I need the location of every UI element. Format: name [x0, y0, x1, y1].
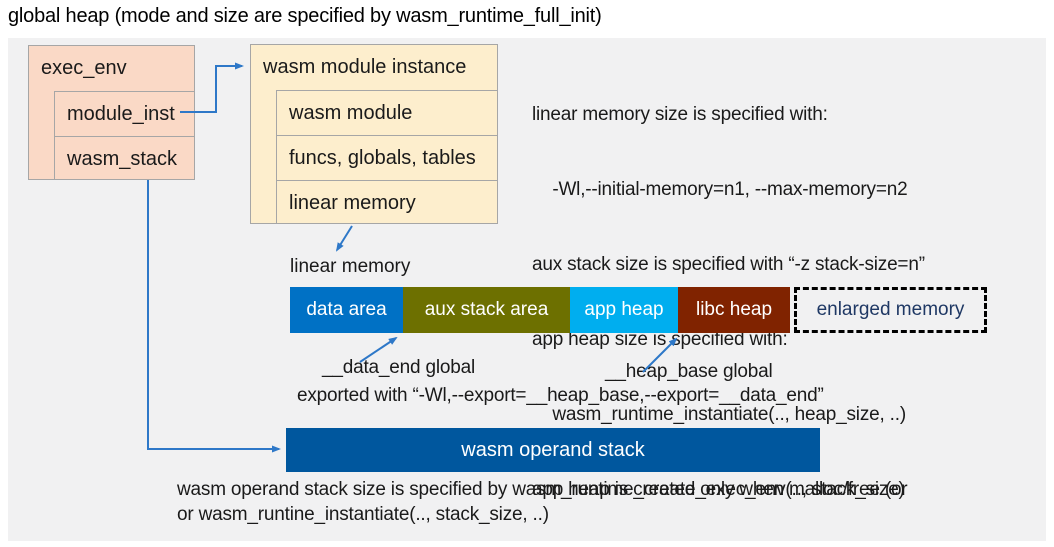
note-line: app heap size is specified with:	[532, 329, 788, 350]
diagram-title: global heap (mode and size are specified…	[8, 5, 602, 27]
wasm-operand-stack-bar: wasm operand stack	[286, 428, 820, 472]
exec-env-row-wasm-stack: wasm_stack	[55, 136, 194, 181]
module-instance-header: wasm module instance	[263, 56, 467, 78]
exec-env-header: exec_env	[41, 57, 127, 79]
note-line: or wasm_runtine_instantiate(.., stack_si…	[177, 504, 549, 525]
linear-memory-label: linear memory	[290, 256, 411, 277]
module-instance-row-funcs-globals-tables: funcs, globals, tables	[277, 135, 497, 180]
exec-env-box: exec_env module_inst wasm_stack	[28, 45, 195, 180]
exec-env-rows: module_inst wasm_stack	[54, 91, 194, 179]
exec-env-row-module-inst: module_inst	[55, 91, 194, 136]
data-end-global-label: __data_end global	[322, 357, 475, 378]
linear-memory-bar: data area aux stack area app heap libc h…	[290, 287, 987, 333]
module-instance-row-linear-memory: linear memory	[277, 180, 497, 225]
segment-data-area: data area	[290, 287, 403, 333]
module-instance-rows: wasm module funcs, globals, tables linea…	[276, 90, 497, 223]
segment-app-heap: app heap	[570, 287, 678, 333]
segment-aux-stack-area: aux stack area	[403, 287, 570, 333]
module-instance-box: wasm module instance wasm module funcs, …	[250, 44, 498, 224]
operand-stack-notes: wasm operand stack size is specified by …	[177, 477, 905, 527]
note-line: wasm_runtime_instantiate(.., heap_size, …	[532, 404, 906, 425]
note-line: wasm operand stack size is specified by …	[177, 479, 905, 500]
module-instance-row-wasm-module: wasm module	[277, 90, 497, 135]
exported-with-label: exported with “-Wl,--export=__heap_base,…	[297, 385, 824, 406]
segment-libc-heap: libc heap	[678, 287, 790, 333]
note-line: aux stack size is specified with “-z sta…	[532, 254, 925, 275]
note-line: -Wl,--initial-memory=n1, --max-memory=n2	[532, 179, 908, 200]
note-line: linear memory size is specified with:	[532, 104, 828, 125]
memory-size-notes: linear memory size is specified with: -W…	[532, 52, 925, 547]
heap-base-global-label: __heap_base global	[605, 361, 773, 382]
note-line: app heap is created only when malloc/fre…	[532, 479, 908, 500]
segment-enlarged-memory: enlarged memory	[794, 287, 987, 333]
